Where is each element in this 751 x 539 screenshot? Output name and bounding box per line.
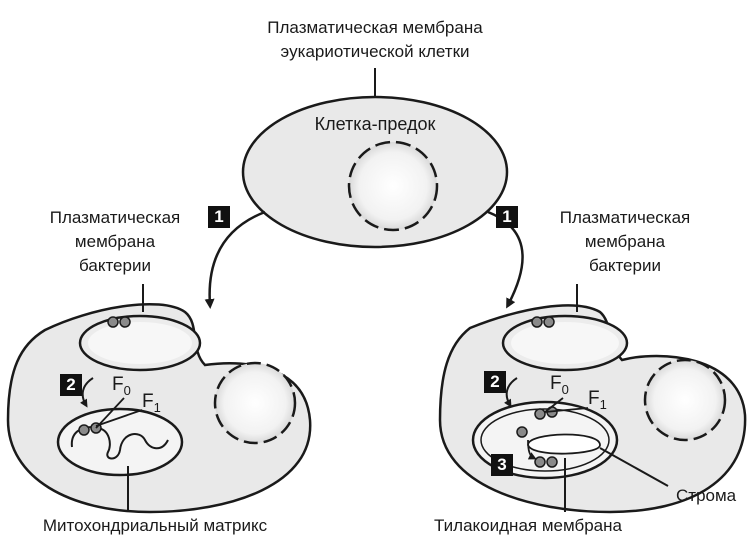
step1-left-badge: 1 [208,206,230,228]
arrow-step3 [527,439,537,460]
left-nuclear-envelope [213,361,297,445]
right-nucleus [645,360,725,440]
mitochondrion-outer [56,407,184,477]
left-bacteria-label-line2: мембрана [74,232,156,251]
arrow-step2-left [79,377,94,408]
right-vesicle-atp-synthase-icon [531,316,555,328]
left-bacteria-label-line1: Плазматическая [49,208,181,227]
right-bacteria-label-line1: Плазматическая [559,208,691,227]
ancestor-nuclear-envelope [347,140,439,232]
left-vesicle-atp-synthase-icon [107,316,131,328]
f0-pointer-left [95,397,125,429]
top-membrane-label-line2: эукариотической клетки [280,42,470,61]
step3-badge: 3 [491,454,513,476]
chloroplast-inner [480,408,610,472]
left-cell [6,284,312,514]
right-bacteria-label-line2: мембрана [584,232,666,251]
arrow-step1-left [204,210,266,309]
f0-label-right: F0 [550,373,569,397]
right-nuclear-envelope [643,358,727,442]
thylakoid-membrane-label: Тилакоидная мембрана [434,516,622,535]
right-vesicle-inner [511,322,619,364]
f1-label-right: F1 [588,388,607,412]
stroma-label: Строма [676,486,737,505]
mito-matrix-label: Митохондриальный матрикс [42,516,268,535]
f1-pointer-left [95,409,143,427]
right-bacteria-label-line3: бактерии [589,256,661,275]
f1-label-left: F1 [142,391,161,415]
ancestor-cell-label: Клетка-предок [314,114,436,134]
stroma-pointer [599,447,669,487]
top-membrane-label-line1: Плазматическая мембрана [267,18,483,37]
left-nucleus [215,363,295,443]
arrow-step2-right [503,377,518,408]
ancestor-cell [241,68,509,249]
step2-right-badge: 2 [484,371,506,393]
left-vesicle-inner [88,322,192,364]
step2-left-badge: 2 [60,374,82,396]
left-bacteria-label-line3: бактерии [79,256,151,275]
step1-right-badge: 1 [496,206,518,228]
thylakoid [527,433,601,455]
f1-pointer-right [544,407,589,413]
right-cell [438,284,747,514]
f0-label-left: F0 [112,374,131,398]
ancestor-nucleus [349,142,437,230]
f0-pointer-right [544,397,564,413]
